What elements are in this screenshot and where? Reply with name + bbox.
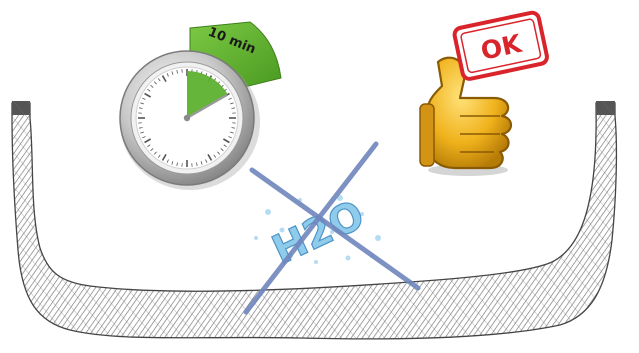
stopwatch-icon: 10 min: [120, 22, 281, 190]
water-formula-text: H2O: [266, 192, 372, 274]
ok-stamp: OK: [453, 11, 548, 80]
thumbs-up-icon: OK: [420, 11, 548, 176]
